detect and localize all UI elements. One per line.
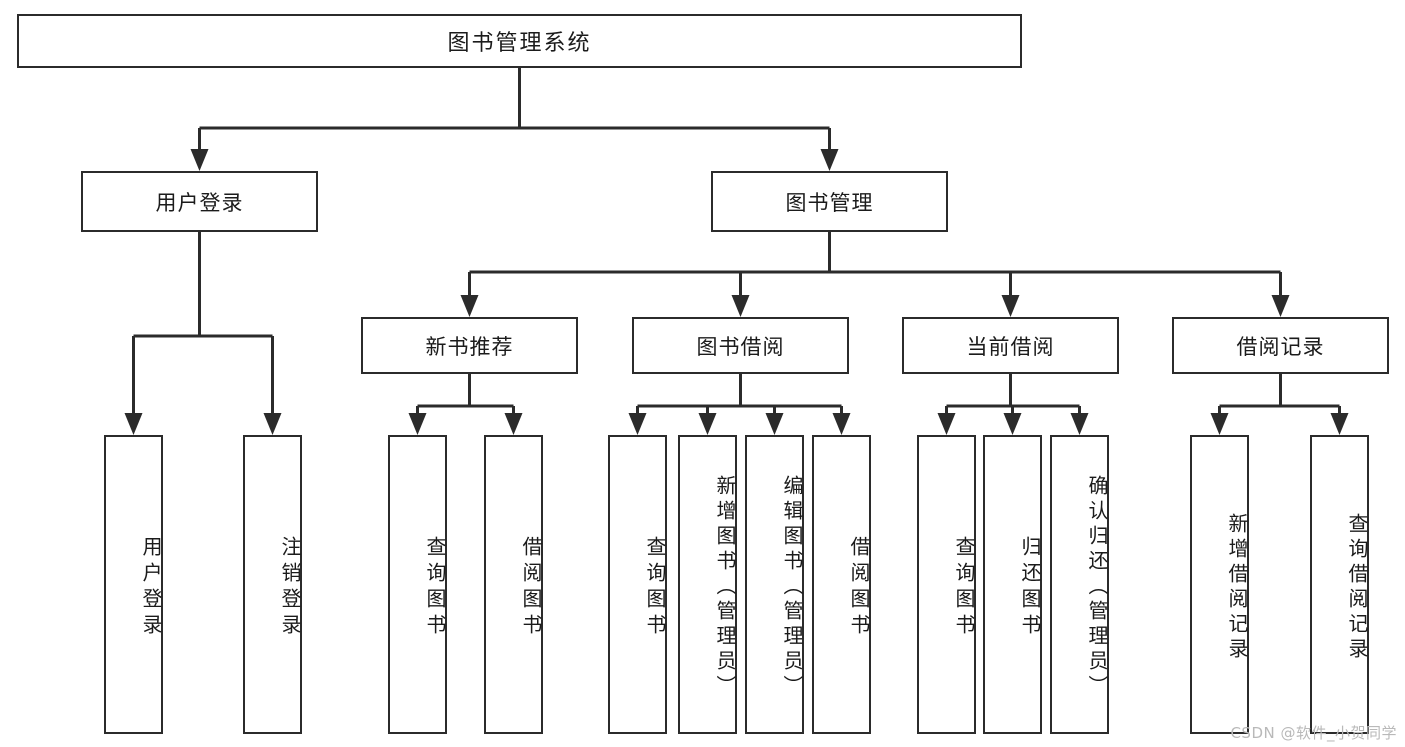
node-l2_0[interactable]: 用户登录	[81, 171, 318, 232]
arrowhead	[1003, 413, 1022, 435]
arrowhead	[504, 413, 523, 435]
arrowhead	[1070, 413, 1089, 435]
arrowhead	[1271, 295, 1290, 317]
node-leaf_2[interactable]: 查询图书	[388, 435, 447, 734]
arrowhead	[1330, 413, 1349, 435]
arrowhead	[765, 413, 784, 435]
arrowhead	[408, 413, 427, 435]
node-leaf_8[interactable]: 查询图书	[917, 435, 976, 734]
node-l3_1[interactable]: 图书借阅	[632, 317, 849, 374]
node-leaf_12[interactable]: 查询借阅记录	[1310, 435, 1369, 734]
node-l3_2[interactable]: 当前借阅	[902, 317, 1119, 374]
node-leaf_10[interactable]: 确认归还（管理员）	[1050, 435, 1109, 734]
node-leaf_9[interactable]: 归还图书	[983, 435, 1042, 734]
node-root[interactable]: 图书管理系统	[17, 14, 1022, 68]
node-l2_1[interactable]: 图书管理	[711, 171, 948, 232]
node-l3_3[interactable]: 借阅记录	[1172, 317, 1389, 374]
arrowhead	[832, 413, 851, 435]
arrowhead	[263, 413, 282, 435]
arrowhead	[460, 295, 479, 317]
arrowhead	[820, 149, 839, 171]
node-l3_0[interactable]: 新书推荐	[361, 317, 578, 374]
node-leaf_6[interactable]: 编辑图书（管理员）	[745, 435, 804, 734]
watermark: CSDN @软件_小贺同学	[1230, 724, 1397, 742]
node-leaf_5[interactable]: 新增图书（管理员）	[678, 435, 737, 734]
arrowhead	[1001, 295, 1020, 317]
arrowhead	[1210, 413, 1229, 435]
node-leaf_4[interactable]: 查询图书	[608, 435, 667, 734]
arrowhead	[937, 413, 956, 435]
arrowhead	[124, 413, 143, 435]
arrowhead	[731, 295, 750, 317]
node-leaf_3[interactable]: 借阅图书	[484, 435, 543, 734]
node-leaf_1[interactable]: 注销登录	[243, 435, 302, 734]
arrowhead	[628, 413, 647, 435]
node-leaf_11[interactable]: 新增借阅记录	[1190, 435, 1249, 734]
node-leaf_7[interactable]: 借阅图书	[812, 435, 871, 734]
arrowhead	[698, 413, 717, 435]
arrowhead	[190, 149, 209, 171]
node-leaf_0[interactable]: 用户登录	[104, 435, 163, 734]
